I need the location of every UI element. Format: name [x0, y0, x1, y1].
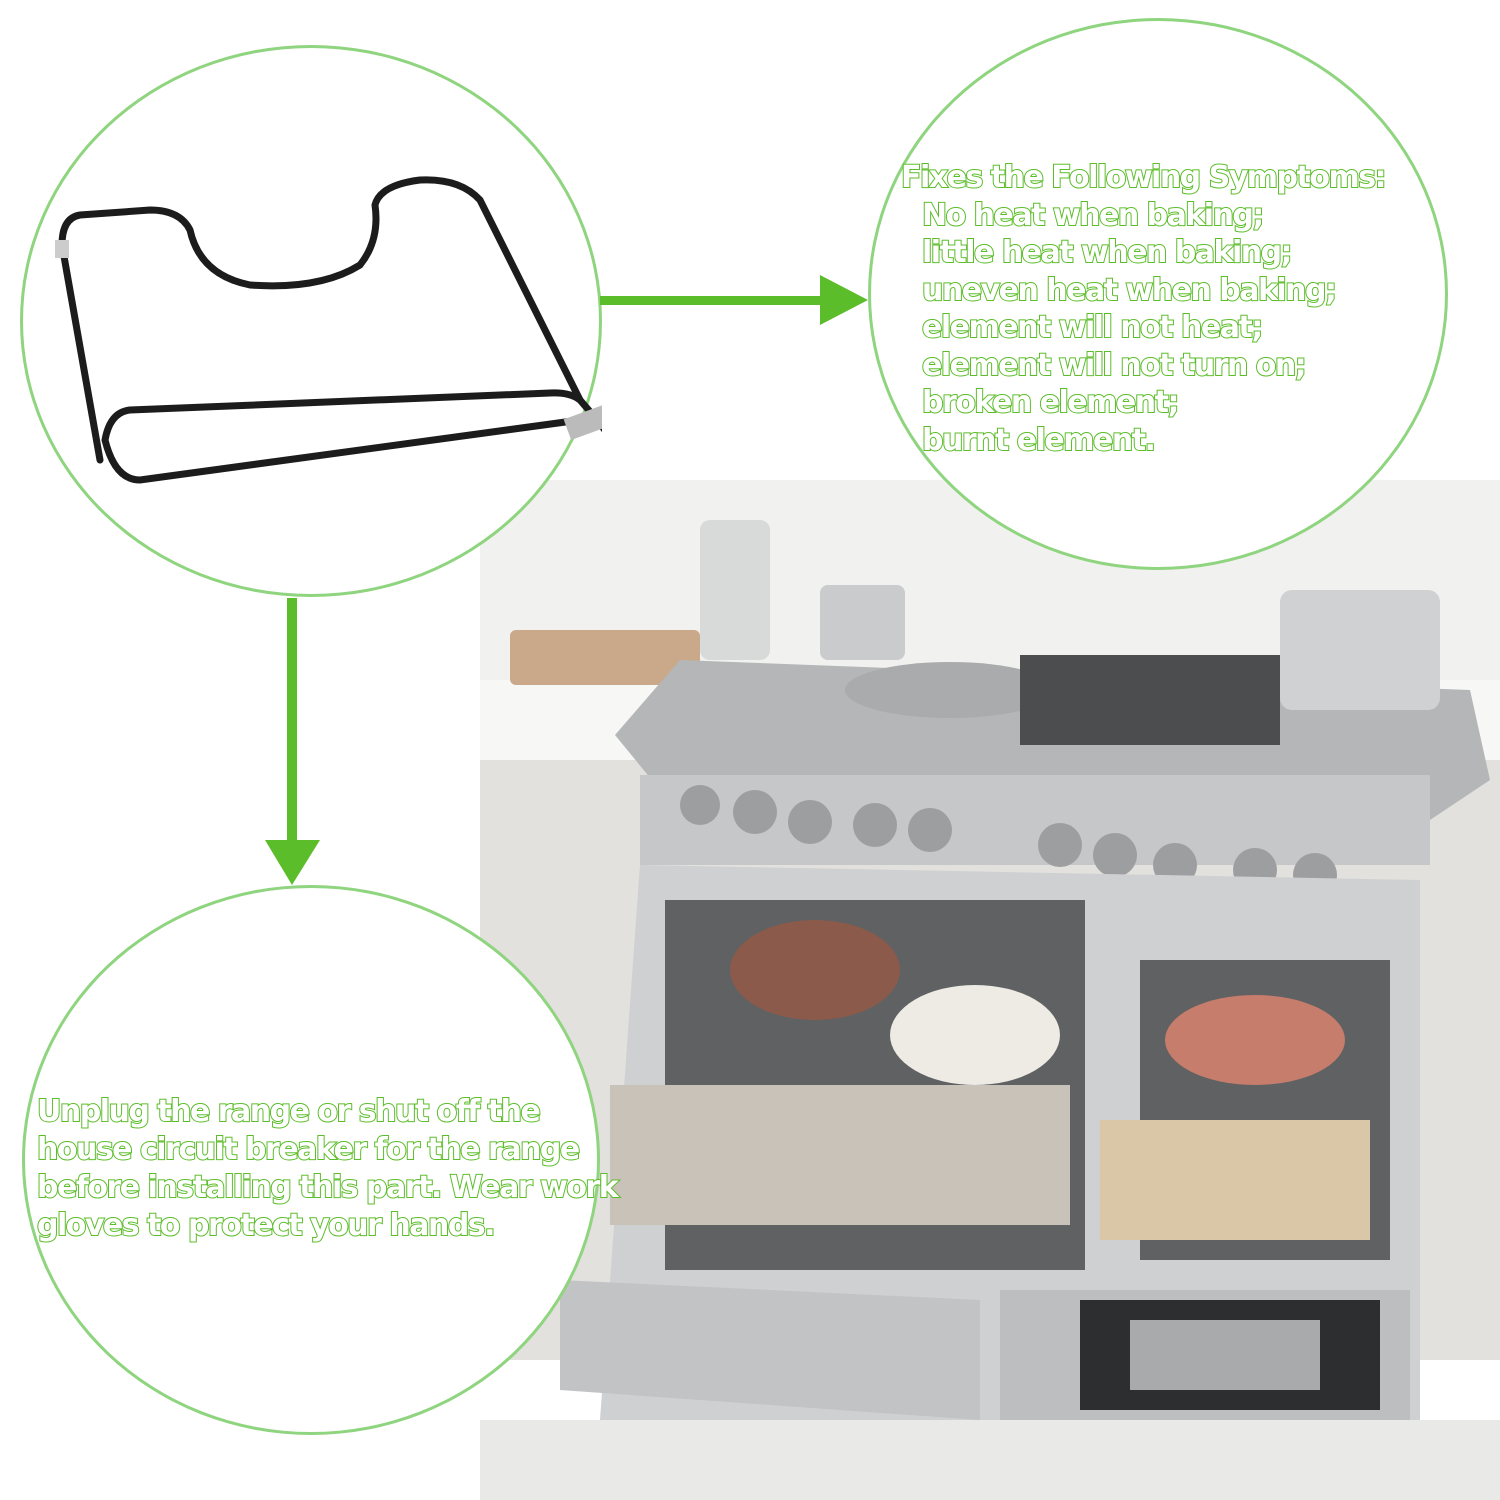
symptom-item: element will not turn on;: [921, 347, 1308, 384]
safety-note-circle: Unplug the range or shut off the house c…: [22, 885, 620, 1435]
symptoms-heading: Fixes the Following Symptoms:: [900, 159, 1388, 196]
safety-note-text: Unplug the range or shut off the house c…: [36, 1093, 620, 1244]
symptoms-text: Fixes the Following Symptoms: No heat wh…: [900, 159, 1388, 459]
symptom-item: burnt element.: [921, 422, 1157, 459]
symptom-item: No heat when baking;: [921, 197, 1265, 234]
symptom-item: little heat when baking;: [921, 234, 1294, 271]
symptom-item: element will not heat;: [921, 309, 1264, 346]
symptom-item: uneven heat when baking;: [921, 272, 1338, 309]
symptoms-circle: Fixes the Following Symptoms: No heat wh…: [868, 18, 1448, 570]
bake-element-image: [55, 176, 602, 484]
symptom-item: broken element;: [921, 384, 1180, 421]
heating-element-circle: [20, 45, 602, 597]
